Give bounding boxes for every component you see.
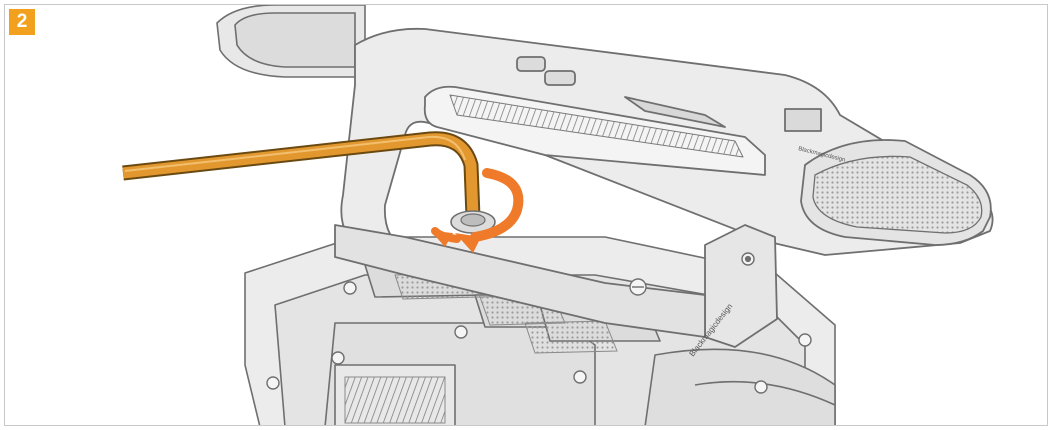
upright-screw <box>629 252 755 296</box>
body-screws <box>266 281 812 394</box>
vent-grilles <box>344 272 618 424</box>
allen-key-icon <box>122 131 481 218</box>
rotate-arrow-icon <box>431 168 524 253</box>
microphone-grille <box>812 155 983 234</box>
screw-icon <box>450 210 496 234</box>
illustration-frame: 2 <box>4 4 1048 426</box>
camera-handle-illustration: Blackmagicdesign Blackmagicdesign <box>122 5 994 425</box>
step-badge: 2 <box>9 9 35 35</box>
viewfinder-eyepiece <box>216 5 366 78</box>
